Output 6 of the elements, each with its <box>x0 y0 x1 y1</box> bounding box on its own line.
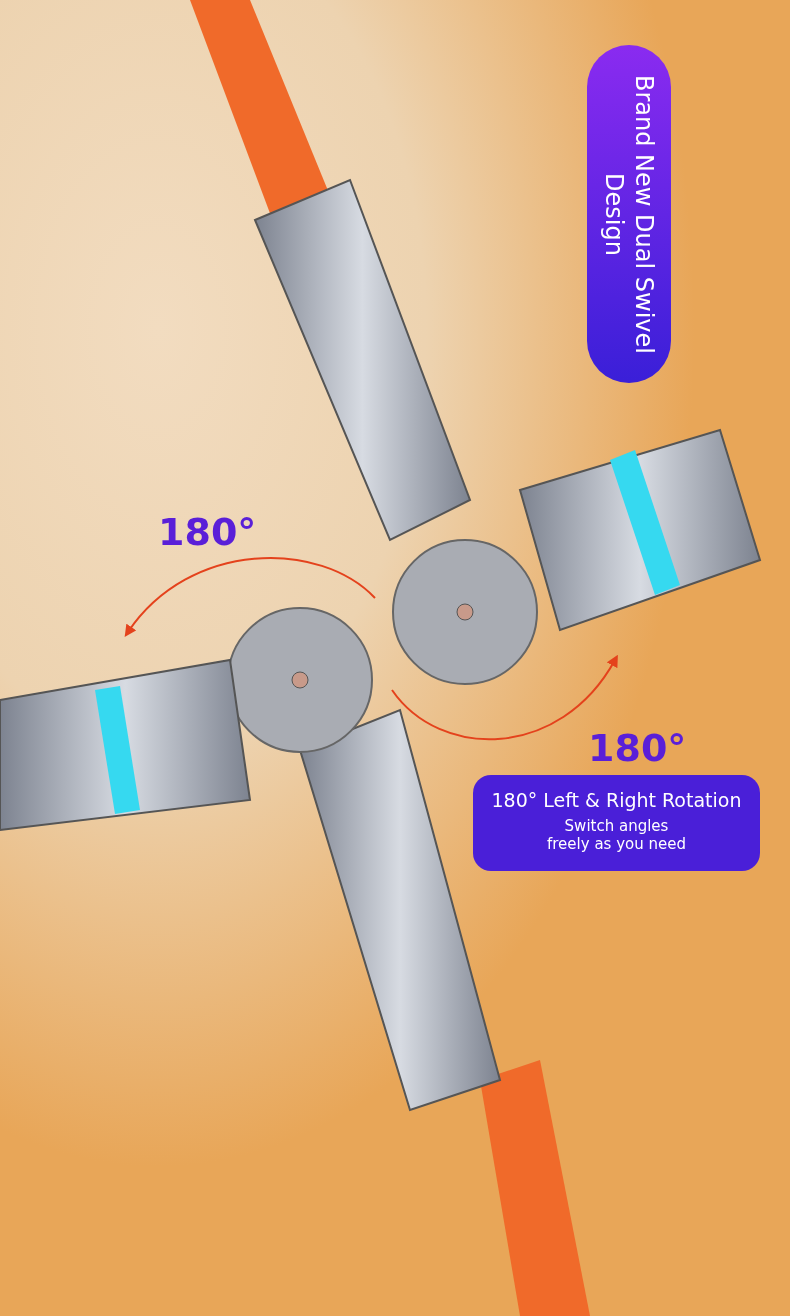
heading: 180° Left & Right Rotation <box>490 789 743 811</box>
info-box <box>473 775 760 871</box>
angle-label: 180° <box>588 726 687 770</box>
heading: Brand New Dual Swivel Design <box>599 73 659 356</box>
description: Switch angles freely as you need <box>546 817 687 853</box>
angle-label: 180° <box>158 510 257 554</box>
